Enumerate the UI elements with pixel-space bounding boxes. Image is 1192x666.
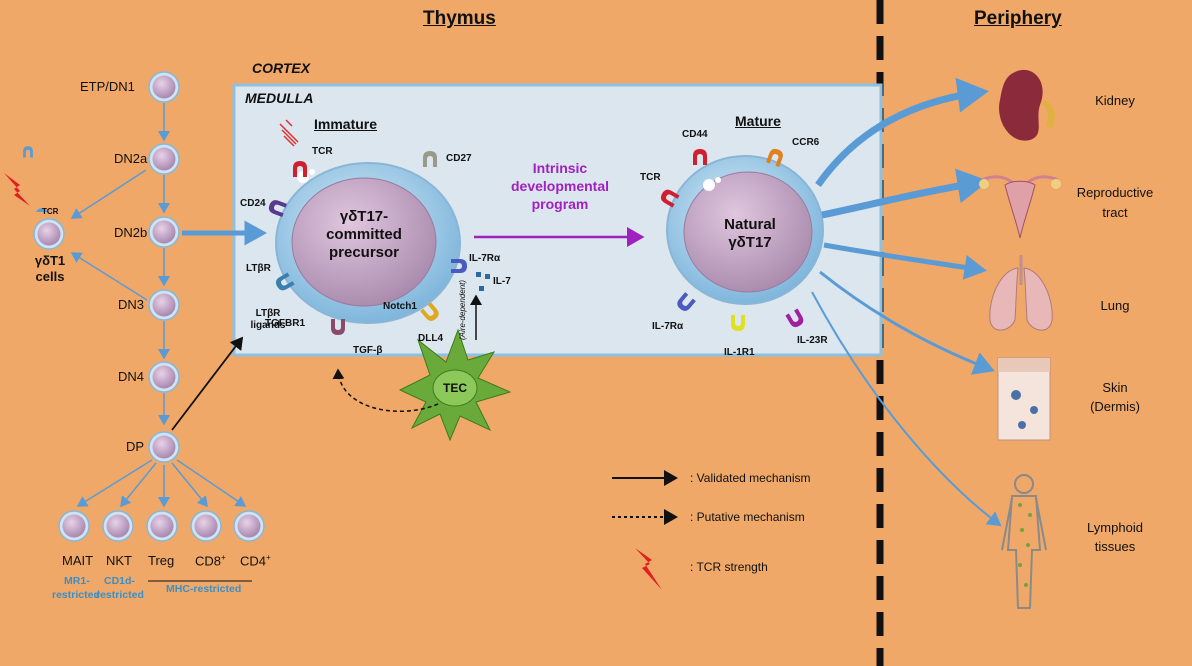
lung-icon xyxy=(989,255,1053,331)
skin-icon xyxy=(997,357,1051,441)
il7ra-label: IL-7Rα xyxy=(469,253,501,264)
mat-tcr-label: TCR xyxy=(640,172,661,183)
legend-lightning-icon xyxy=(635,548,662,590)
periphery-header: Periphery xyxy=(974,8,1062,29)
dn2b-label: DN2b xyxy=(114,225,148,240)
mature-title: Mature xyxy=(735,113,781,129)
cd24-label: CD24 xyxy=(240,198,266,209)
gdt1-tcr-label: TCR xyxy=(42,207,59,216)
ccr6-label: CCR6 xyxy=(792,137,820,148)
program-label-3: program xyxy=(531,196,589,212)
mr1-label-2: restricted xyxy=(52,589,100,601)
lung-label: Lung xyxy=(1100,298,1130,313)
skin-label-2: (Dermis) xyxy=(1090,399,1140,414)
dp-label: DP xyxy=(126,439,145,454)
nkt-label: NKT xyxy=(106,553,132,568)
kidney-icon xyxy=(999,69,1055,141)
uterus-icon xyxy=(979,175,1061,239)
cd8-label: CD8+ xyxy=(195,553,226,569)
dn4-label: DN4 xyxy=(118,369,145,384)
imm-tcr-label: TCR xyxy=(312,146,333,157)
immature-cell-label-1: γδT17- xyxy=(339,208,389,225)
kidney-label: Kidney xyxy=(1095,93,1135,108)
lymphoid-label-1: Lymphoid xyxy=(1087,520,1143,535)
il7-molecules xyxy=(476,272,490,291)
cd44-label: CD44 xyxy=(682,129,708,140)
tgfb-label: TGF-β xyxy=(353,345,383,356)
repro-label-2: tract xyxy=(1102,205,1128,220)
cd1d-label-2: restricted xyxy=(96,589,144,601)
dll4-label: DLL4 xyxy=(418,333,443,344)
mature-cell xyxy=(666,155,824,305)
treg-label: Treg xyxy=(148,553,175,568)
medulla-label: MEDULLA xyxy=(245,90,314,106)
notch1-label: Notch1 xyxy=(383,301,417,312)
mat-il7ra-label: IL-7Rα xyxy=(652,321,684,332)
etp-label: ETP/DN1 xyxy=(80,79,135,94)
ltbr-label: LTβR xyxy=(246,263,271,274)
mature-cell-label-1: Natural xyxy=(724,216,776,233)
tcr-signal-icon xyxy=(279,119,299,147)
repro-label-1: Reproductive xyxy=(1076,185,1154,200)
body-icon xyxy=(1001,474,1047,609)
thymus-header: Thymus xyxy=(423,8,496,29)
mr1-label-1: MR1- xyxy=(64,575,90,587)
cortex-label: CORTEX xyxy=(252,60,311,76)
il23r-label: IL-23R xyxy=(797,335,828,346)
legend-putative: : Putative mechanism xyxy=(690,510,805,524)
immature-cell xyxy=(275,162,461,324)
ltbr-ligands-label-2: ligands xyxy=(250,320,286,331)
lightning-bolt-icon xyxy=(4,173,30,206)
skin-label-1: Skin xyxy=(1102,380,1128,395)
cd4-label: CD4+ xyxy=(240,553,271,569)
tec-label: TEC xyxy=(443,381,467,395)
ltbr-ligands-label-1: LTβR xyxy=(255,308,281,319)
mait-label: MAIT xyxy=(62,553,94,568)
legend-tcr: : TCR strength xyxy=(690,560,768,574)
dn2a-label: DN2a xyxy=(114,151,148,166)
il1r1-label: IL-1R1 xyxy=(724,347,755,358)
dn3-label: DN3 xyxy=(118,297,145,312)
aire-label: (Aire-dependent) xyxy=(458,279,467,340)
dp-to-ligands-arrow xyxy=(171,336,244,431)
thymocyte-progression-arrows xyxy=(70,103,247,508)
immature-cell-label-3: precursor xyxy=(328,244,400,261)
program-label-2: developmental xyxy=(510,178,610,194)
cd1d-label-1: CD1d- xyxy=(104,575,135,587)
tec-cell-icon xyxy=(398,328,512,442)
legend-validated: : Validated mechanism xyxy=(690,471,811,485)
tgfbr1-label: TGFBR1 xyxy=(265,318,305,329)
il7-label: IL-7 xyxy=(493,276,511,287)
lymphoid-label-2: tissues xyxy=(1094,539,1136,554)
periphery-arrows xyxy=(811,77,1002,527)
cd27-label: CD27 xyxy=(446,153,472,164)
gdt1-label-1: γδT1 xyxy=(34,253,66,268)
immature-title: Immature xyxy=(314,116,378,132)
immature-cell-label-2: committed xyxy=(326,226,402,243)
program-label-1: Intrinsic xyxy=(532,160,588,176)
gdt1-label-2: cells xyxy=(35,269,65,284)
tgfb-dashed-arrow xyxy=(332,368,439,412)
mature-cell-label-2: γδT17 xyxy=(728,234,772,251)
mhc-label: MHC-restricted xyxy=(166,583,242,595)
